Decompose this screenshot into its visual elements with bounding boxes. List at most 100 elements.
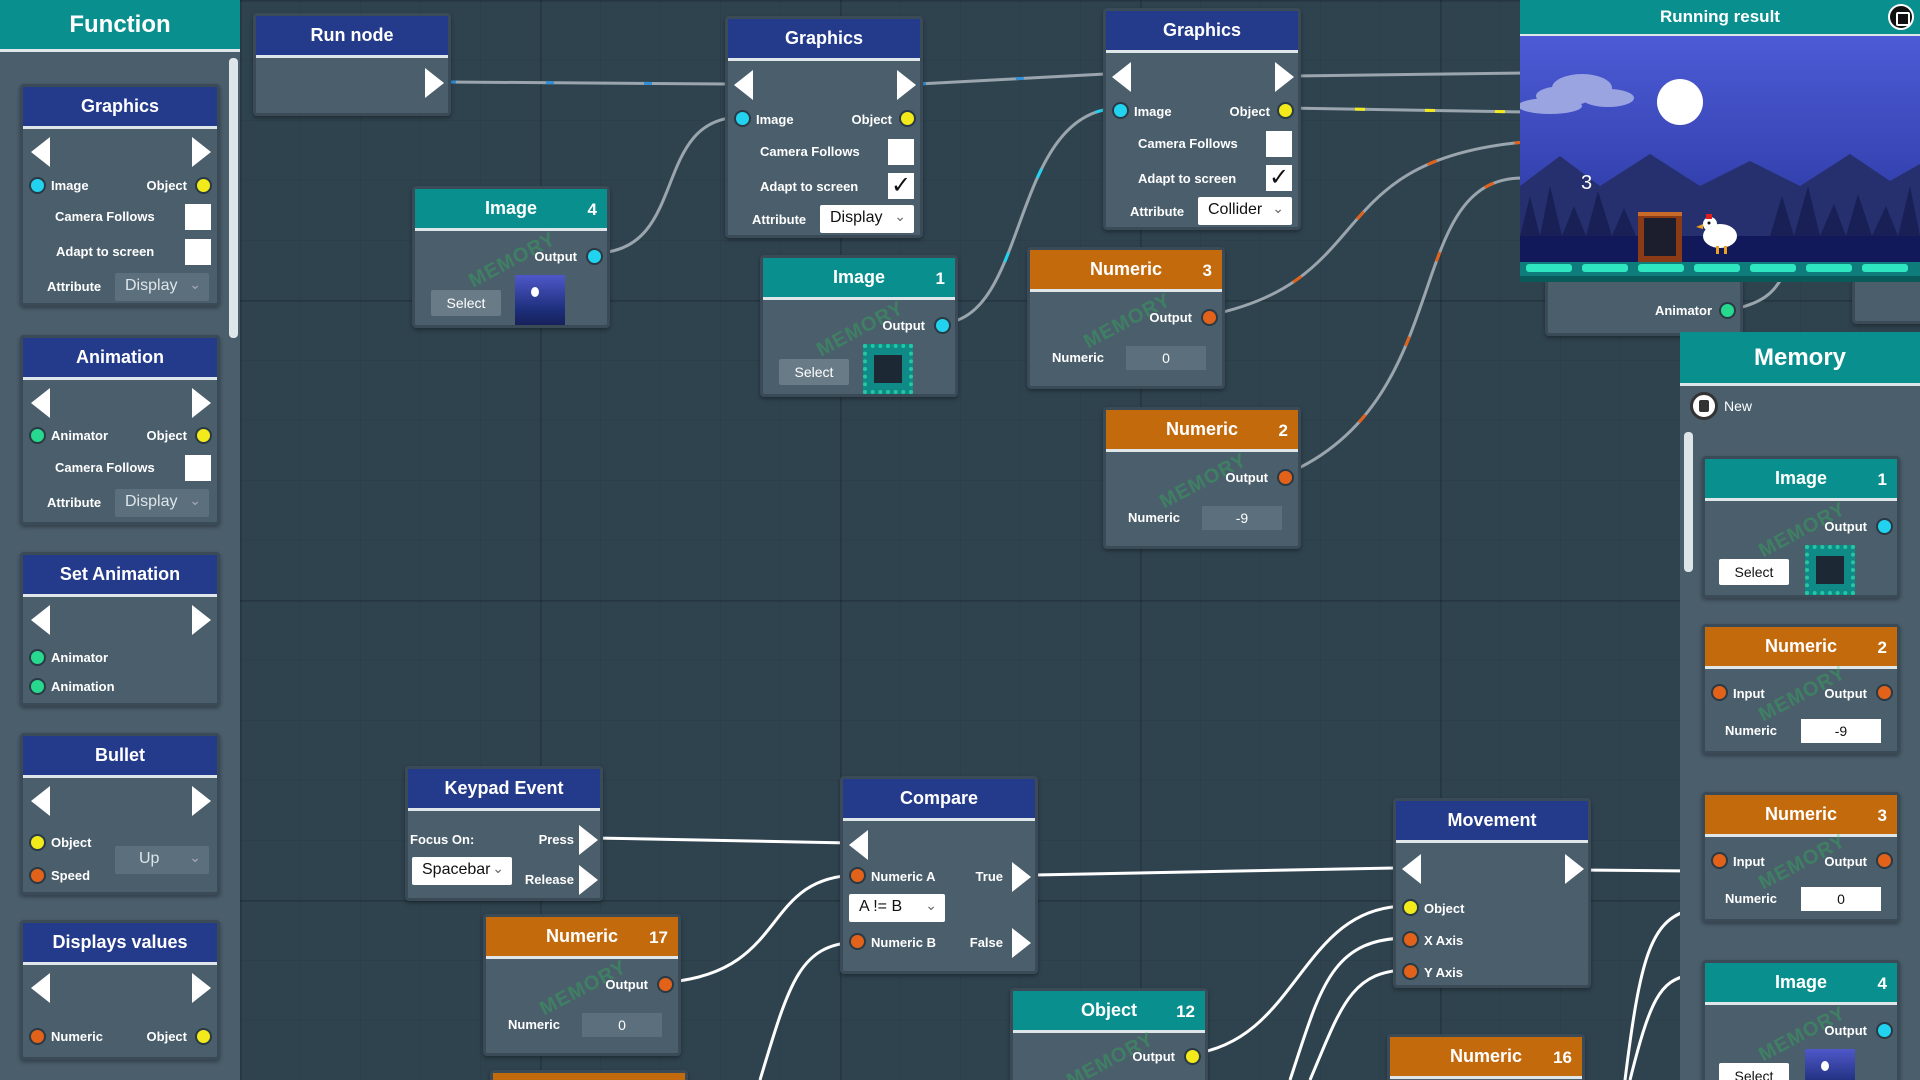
release-output-arrow-icon[interactable]	[579, 865, 598, 895]
flow-input-arrow-icon[interactable]	[31, 137, 50, 167]
output-port-icon[interactable]	[1184, 1048, 1201, 1065]
camera-follows-checkbox[interactable]	[888, 139, 914, 165]
animator-port-icon[interactable]	[1719, 302, 1736, 319]
flow-output-arrow-icon[interactable]	[192, 605, 211, 635]
camera-follows-checkbox[interactable]	[185, 455, 211, 481]
flow-output-arrow-icon[interactable]	[192, 388, 211, 418]
flow-input-arrow-icon[interactable]	[734, 70, 753, 100]
compare-node[interactable]: Compare Numeric A True A != B⌄ Numeric B…	[840, 776, 1038, 974]
object-port-icon[interactable]	[1277, 102, 1294, 119]
flow-input-arrow-icon[interactable]	[849, 830, 868, 860]
output-port-icon[interactable]	[934, 317, 951, 334]
numeric-node-partial[interactable]	[490, 1070, 688, 1080]
output-port-icon[interactable]	[1876, 1022, 1893, 1039]
flow-output-arrow-icon[interactable]	[1565, 854, 1584, 884]
output-port-icon[interactable]	[586, 248, 603, 265]
attribute-dropdown[interactable]: Display⌄	[820, 205, 914, 233]
numeric-value-field[interactable]: 0	[1801, 887, 1881, 911]
input-port-icon[interactable]	[1711, 684, 1728, 701]
function-card-animation[interactable]: Animation Animator Object Camera Follows…	[20, 335, 220, 525]
numeric-b-port-icon[interactable]	[849, 933, 866, 950]
numeric-value-field[interactable]: -9	[1801, 719, 1881, 743]
flow-output-arrow-icon[interactable]	[1275, 62, 1294, 92]
new-memory-button[interactable]: New	[1690, 392, 1752, 420]
image-port-icon[interactable]	[1112, 102, 1129, 119]
close-icon[interactable]	[1888, 4, 1914, 30]
output-port-icon[interactable]	[657, 976, 674, 993]
function-panel-scrollbar[interactable]	[229, 58, 238, 338]
memory-panel-scrollbar[interactable]	[1684, 432, 1693, 572]
flow-input-arrow-icon[interactable]	[31, 786, 50, 816]
flow-output-arrow-icon[interactable]	[192, 786, 211, 816]
numeric-value-field[interactable]: 0	[582, 1013, 662, 1037]
numeric-value-field[interactable]: -9	[1202, 506, 1282, 530]
object-port-icon[interactable]	[195, 427, 212, 444]
x-axis-port-icon[interactable]	[1402, 931, 1419, 948]
output-port-icon[interactable]	[1876, 684, 1893, 701]
output-port-icon[interactable]	[1876, 852, 1893, 869]
run-node[interactable]: Run node	[253, 13, 451, 116]
adapt-to-screen-checkbox[interactable]	[185, 239, 211, 265]
animator-port-icon[interactable]	[29, 427, 46, 444]
object-port-icon[interactable]	[195, 177, 212, 194]
object-port-icon[interactable]	[1402, 899, 1419, 916]
movement-node[interactable]: Movement Object X Axis Y Axis	[1393, 798, 1591, 988]
true-output-arrow-icon[interactable]	[1012, 862, 1031, 892]
flow-input-arrow-icon[interactable]	[1402, 854, 1421, 884]
game-preview[interactable]: 3	[1520, 36, 1920, 282]
press-output-arrow-icon[interactable]	[579, 825, 598, 855]
numeric-a-port-icon[interactable]	[849, 867, 866, 884]
direction-dropdown[interactable]: Up⌄	[115, 846, 209, 874]
attribute-dropdown[interactable]: Display⌄	[115, 489, 209, 517]
key-dropdown[interactable]: Spacebar⌄	[412, 857, 512, 885]
image-port-icon[interactable]	[29, 177, 46, 194]
camera-follows-checkbox[interactable]	[1266, 131, 1292, 157]
function-card-graphics[interactable]: Graphics Image Object Camera Follows Ada…	[20, 84, 220, 306]
flow-output-arrow-icon[interactable]	[192, 973, 211, 1003]
flow-output-arrow-icon[interactable]	[192, 137, 211, 167]
image-port-icon[interactable]	[734, 110, 751, 127]
flow-input-arrow-icon[interactable]	[1112, 62, 1131, 92]
select-image-button[interactable]: Select	[1719, 559, 1789, 585]
object-port-icon[interactable]	[899, 110, 916, 127]
keypad-event-node[interactable]: Keypad Event Focus On: Press Spacebar⌄ R…	[405, 766, 603, 901]
flow-input-arrow-icon[interactable]	[31, 605, 50, 635]
adapt-to-screen-checkbox[interactable]: ✓	[888, 173, 914, 199]
output-port-icon[interactable]	[1876, 518, 1893, 535]
output-port-icon[interactable]	[1277, 469, 1294, 486]
select-image-button[interactable]: Select	[1719, 1063, 1789, 1080]
numeric-value-field[interactable]: 0	[1126, 346, 1206, 370]
numeric-port-icon[interactable]	[29, 1028, 46, 1045]
compare-operator-dropdown[interactable]: A != B⌄	[849, 894, 945, 922]
animator-port-icon[interactable]	[29, 649, 46, 666]
flow-input-arrow-icon[interactable]	[31, 973, 50, 1003]
speed-port-icon[interactable]	[29, 867, 46, 884]
output-port-icon[interactable]	[1201, 309, 1218, 326]
attribute-dropdown[interactable]: Collider⌄	[1198, 197, 1292, 225]
object-port-icon[interactable]	[29, 834, 46, 851]
function-card-bullet[interactable]: Bullet Object Speed Up⌄	[20, 733, 220, 895]
graphics-node-2[interactable]: Graphics Image Object Camera Follows Ada…	[1103, 8, 1301, 230]
flow-output-arrow-icon[interactable]	[425, 68, 444, 98]
function-card-set-animation[interactable]: Set Animation Animator Animation	[20, 552, 220, 706]
camera-follows-checkbox[interactable]	[185, 204, 211, 230]
function-card-displays-values[interactable]: Displays values Numeric Object	[20, 920, 220, 1060]
flow-input-arrow-icon[interactable]	[31, 388, 50, 418]
graphics-node-1[interactable]: Graphics Image Object Camera Follows Ada…	[725, 16, 923, 238]
false-output-arrow-icon[interactable]	[1012, 928, 1031, 958]
animation-port-icon[interactable]	[29, 678, 46, 695]
select-image-button[interactable]: Select	[779, 359, 849, 385]
y-axis-port-icon[interactable]	[1402, 963, 1419, 980]
flow-output-arrow-icon[interactable]	[897, 70, 916, 100]
